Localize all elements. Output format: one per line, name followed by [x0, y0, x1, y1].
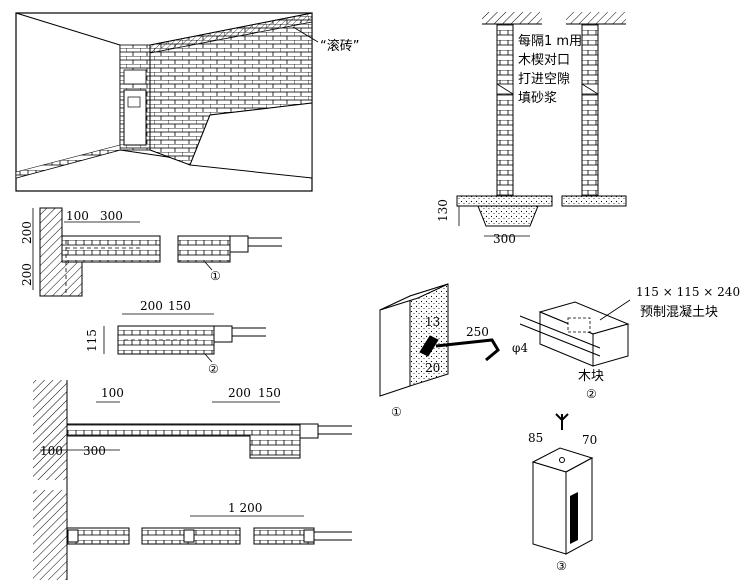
ceiling-right	[566, 12, 626, 24]
soldier-course	[149, 12, 313, 54]
dim-mid-150: 150	[168, 299, 191, 313]
block-wood-insert	[567, 317, 591, 333]
dim-corner-100: 100	[66, 209, 89, 223]
anchor-number: ①	[391, 405, 402, 419]
dim-130: 130	[436, 199, 450, 222]
dim-corner-200-bot: 200	[20, 263, 34, 286]
block-name: 预制混凝土块	[640, 304, 718, 320]
wall-plan: 100 200 150 100 300 1 200	[33, 380, 352, 580]
callout-leader	[292, 26, 319, 43]
floor-slab-left	[456, 195, 553, 207]
dim-wall-1200: 1 200	[228, 501, 262, 515]
dim-corner-200-top: 200	[20, 221, 34, 244]
dim-wall-300: 300	[83, 444, 106, 458]
dim-300-section: 300	[493, 232, 516, 246]
wedge-a	[67, 529, 79, 543]
nail-icon	[555, 413, 569, 430]
dim-wall-200: 200	[228, 386, 251, 400]
partition-right	[581, 23, 599, 197]
note-line-1: 每隔1 m用	[518, 33, 582, 49]
main-wall-hatch-2	[33, 490, 67, 580]
door-panel	[127, 96, 141, 108]
partition-left	[496, 23, 514, 197]
note-line-2: 木楔对口	[518, 53, 570, 68]
dim-block-70: 70	[582, 433, 597, 447]
wood-hole	[559, 457, 565, 463]
note-line-3: 打进空隙	[518, 72, 570, 87]
anchor-detail: 13 250 20 ①	[379, 283, 500, 419]
anchor-block-front	[379, 295, 411, 397]
block-wood: 木块	[578, 369, 604, 384]
circle-label-2: ②	[208, 362, 219, 376]
dim-mid-200: 200	[140, 299, 163, 313]
anchor-rod	[435, 338, 500, 362]
ceiling-left	[482, 12, 542, 24]
dim-block-85: 85	[528, 431, 543, 445]
floor-slab-right	[561, 195, 627, 207]
wood-groove	[570, 492, 578, 544]
block-size: 115 × 115 × 240	[636, 285, 740, 299]
dim-anchor-13: 13	[425, 315, 440, 329]
dim-anchor-20: 20	[425, 361, 440, 375]
corner-infill	[61, 235, 161, 263]
anchor-block-top	[379, 283, 449, 311]
plan-wall-segment	[177, 235, 231, 263]
note-line-4: 填砂浆	[518, 91, 557, 106]
wedge-b	[183, 529, 195, 543]
wood-brick: 85 70 ③	[528, 413, 597, 573]
dim-wall-100b: 100	[40, 444, 63, 458]
plastered-area	[189, 102, 313, 179]
precast-block: φ4 115 × 115 × 240 预制混凝土块 木块 ②	[512, 285, 740, 401]
dim-anchor-250: 250	[466, 325, 489, 339]
wood-side	[565, 457, 593, 555]
anchor-slot	[419, 335, 439, 357]
door-frame-3	[299, 423, 319, 439]
door-frame-2	[213, 325, 233, 343]
wedge-c	[303, 529, 315, 543]
dim-wall-150: 150	[258, 386, 281, 400]
perspective-view: “滚砖”	[15, 12, 359, 192]
wood-front	[532, 461, 567, 555]
rod-phi4: φ4	[512, 341, 528, 355]
transom	[123, 69, 147, 85]
dim-corner-300: 300	[100, 209, 123, 223]
dim-wall-100: 100	[101, 386, 124, 400]
run-seg-1	[66, 527, 130, 545]
baseboard-left	[15, 144, 121, 179]
door-frame-1	[229, 235, 249, 253]
footing	[477, 205, 539, 227]
block-number: ②	[586, 387, 597, 401]
callout-text: “滚砖”	[320, 38, 359, 54]
corner-plan: 100 300 200 200 ① 200 150 115 ②	[20, 207, 282, 376]
vertical-section: 每隔1 m用 木楔对口 打进空隙 填砂浆 130 300	[436, 12, 627, 246]
main-wall-hatch	[33, 380, 67, 480]
wood-number: ③	[556, 559, 567, 573]
dim-mid-115: 115	[85, 329, 99, 352]
circle-label-1: ①	[210, 269, 221, 283]
